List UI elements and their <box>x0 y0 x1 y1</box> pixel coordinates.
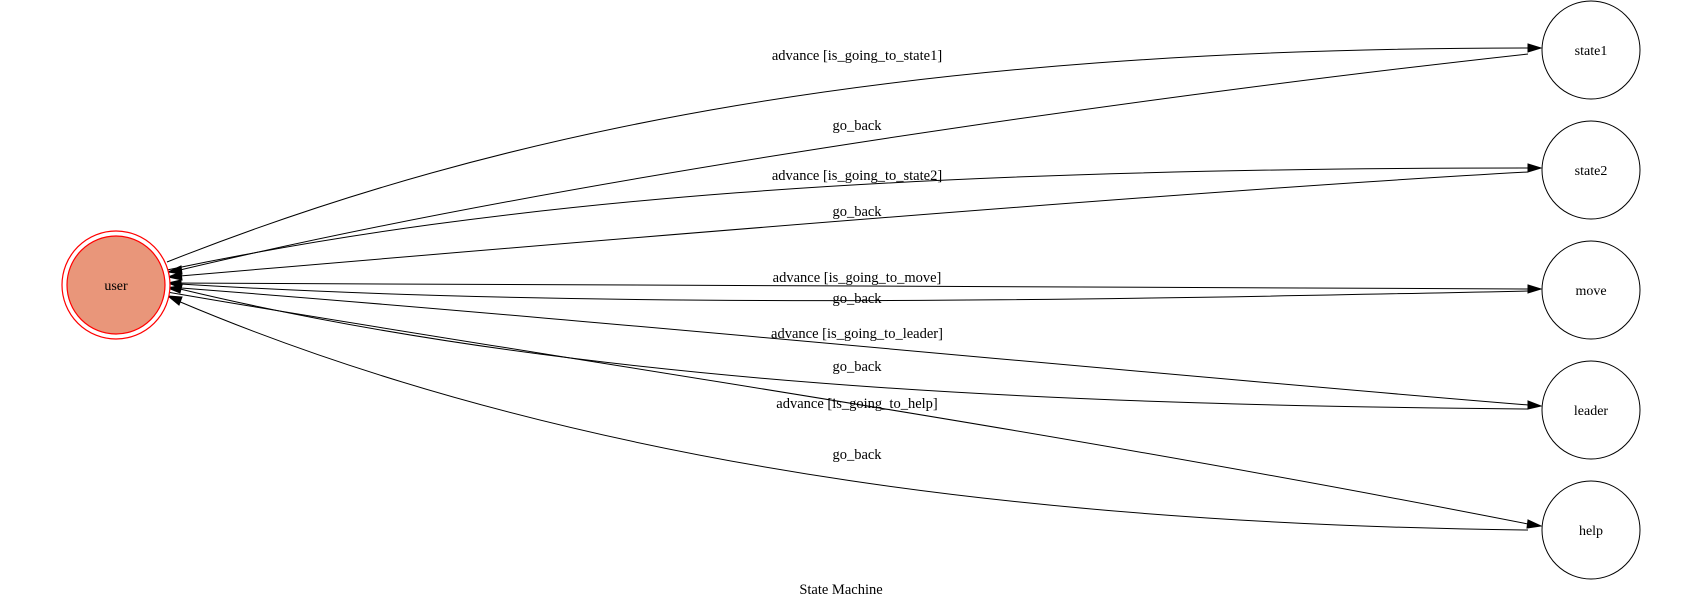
node-state1[interactable]: state1 <box>1541 0 1641 100</box>
edge-label: go_back <box>832 204 882 220</box>
edge-label: advance [is_going_to_move] <box>773 270 942 286</box>
state-circle <box>1541 480 1641 580</box>
state-circle <box>1541 240 1641 340</box>
node-state2[interactable]: state2 <box>1541 120 1641 220</box>
node-label: move <box>1575 284 1606 299</box>
node-move[interactable]: move <box>1541 240 1641 340</box>
edge-advance-state2: advance [is_going_to_state2] <box>166 163 1543 271</box>
state-circle <box>1541 0 1641 100</box>
node-help[interactable]: help <box>1541 480 1641 580</box>
edge-go-back-move: go_back <box>166 279 1529 307</box>
edge-go-back-state1: go_back <box>166 53 1529 275</box>
edge-go-back-state2: go_back <box>166 171 1529 281</box>
edge-go-back-leader: go_back <box>166 284 1529 410</box>
node-label: help <box>1579 524 1603 539</box>
edges: advance [is_going_to_state1] go_back adv… <box>166 43 1543 531</box>
edge-label: advance [is_going_to_state2] <box>772 168 942 184</box>
state-circle <box>1541 360 1641 460</box>
node-leader[interactable]: leader <box>1541 360 1641 460</box>
edge-advance-leader: advance [is_going_to_leader] <box>167 286 1543 410</box>
node-label: state2 <box>1575 164 1608 179</box>
diagram-title: State Machine <box>799 582 882 598</box>
node-label: state1 <box>1575 44 1608 59</box>
edge-advance-move: advance [is_going_to_move] <box>167 270 1543 294</box>
nodes: user state1 state2 move leader help <box>61 0 1641 580</box>
initial-state-circle <box>66 235 166 335</box>
state-circle <box>1541 120 1641 220</box>
edge-label: advance [is_going_to_state1] <box>772 48 942 64</box>
edge-advance-state1: advance [is_going_to_state1] <box>166 43 1543 263</box>
edge-go-back-help: go_back <box>166 295 1529 531</box>
edge-advance-help: advance [is_going_to_help] <box>166 291 1543 529</box>
node-label: user <box>104 279 128 294</box>
edge-label: go_back <box>832 447 882 463</box>
edge-label: advance [is_going_to_leader] <box>771 326 943 342</box>
node-user[interactable]: user <box>61 230 171 340</box>
edge-label: advance [is_going_to_help] <box>776 396 937 412</box>
edge-label: go_back <box>832 291 882 307</box>
edge-label: go_back <box>832 359 882 375</box>
node-label: leader <box>1574 404 1609 419</box>
edge-label: go_back <box>832 118 882 134</box>
